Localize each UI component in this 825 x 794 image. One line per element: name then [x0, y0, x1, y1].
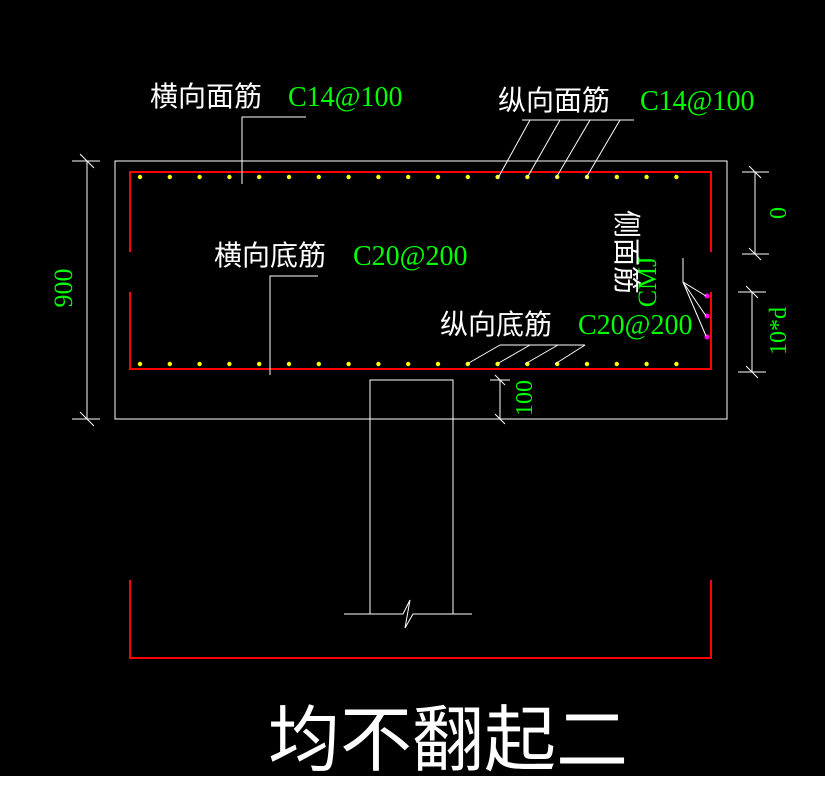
top-rebar-dot [257, 174, 262, 180]
bottom-rebar-dot [257, 361, 262, 367]
transverse-top-leader [241, 116, 306, 184]
bottom-rebar-dot [644, 361, 649, 367]
bottom-strip [0, 776, 825, 794]
top-rebar-dot [406, 174, 411, 180]
top-rebar-dot [614, 174, 619, 180]
side-rebar-dots [704, 293, 710, 340]
column [344, 379, 472, 629]
bottom-rebar-dot [137, 361, 143, 367]
top-rebar-dot [286, 174, 292, 180]
side-rebar-dot [704, 293, 710, 299]
bottom-rebar-dot [197, 361, 202, 367]
transverse-bottom-spec: C20@200 [353, 241, 467, 272]
side-rebar-leader [682, 258, 707, 337]
side-length-dimension [738, 285, 766, 379]
bottom-rebar-dot [286, 361, 292, 367]
longitudinal-bottom-leader [466, 344, 586, 365]
bottom-rebar-dot [346, 361, 351, 367]
bottom-rebar-dot [584, 361, 590, 367]
top-rebar-dot [167, 174, 172, 180]
transverse-top-label: 横向面筋 [150, 80, 262, 113]
height-dimension-text: 900 [49, 269, 78, 308]
transverse-bottom-leader [269, 275, 318, 375]
embed-dimension [490, 374, 510, 425]
longitudinal-top-label: 纵向面筋 [498, 84, 610, 117]
top-cover-dimension-text: 0 [766, 207, 792, 219]
top-rebar-dot [435, 174, 441, 180]
embed-dimension-text: 100 [512, 380, 538, 416]
top-rebar-dot [644, 174, 649, 180]
top-rebar-dots [137, 174, 679, 180]
top-rebar-dot [674, 174, 679, 180]
bottom-rebar-dot [674, 361, 679, 367]
bottom-rebar-dot [227, 361, 232, 367]
longitudinal-top-leader [497, 119, 634, 179]
bottom-rebar-dot [435, 361, 441, 367]
top-rebar-dot [227, 174, 232, 180]
top-rebar-dot [555, 174, 560, 180]
bottom-rebar-outline [129, 292, 712, 370]
side-rebar-spec: CMJ [633, 257, 662, 308]
longitudinal-top-spec: C14@100 [640, 86, 754, 117]
top-rebar-dot [316, 174, 321, 180]
bottom-rebar-dots [137, 361, 679, 367]
top-rebar-dot [137, 174, 143, 180]
top-rebar-dot [197, 174, 202, 180]
bottom-rebar-dot [167, 361, 172, 367]
transverse-bottom-label: 横向底筋 [214, 239, 326, 272]
bottom-rebar-dot [406, 361, 411, 367]
bottom-rebar-dot [614, 361, 619, 367]
transverse-top-spec: C14@100 [288, 82, 402, 113]
top-cover-dimension [742, 165, 769, 261]
bottom-rebar-dot [376, 361, 381, 367]
top-rebar-outline [129, 171, 712, 252]
top-rebar-dot [376, 174, 381, 180]
longitudinal-bottom-label: 纵向底筋 [440, 308, 552, 341]
lower-rebar-bracket [129, 580, 712, 659]
slab-outline [114, 160, 728, 420]
longitudinal-bottom-spec: C20@200 [578, 310, 692, 341]
top-rebar-dot [465, 174, 470, 180]
top-rebar-dot [346, 174, 351, 180]
side-rebar-label: 侧面筋 [610, 210, 643, 294]
caption: 均不翻起二 [268, 698, 628, 782]
side-length-dimension-text: 10*d [766, 307, 792, 355]
height-dimension [72, 153, 100, 427]
bottom-rebar-dot [316, 361, 321, 367]
